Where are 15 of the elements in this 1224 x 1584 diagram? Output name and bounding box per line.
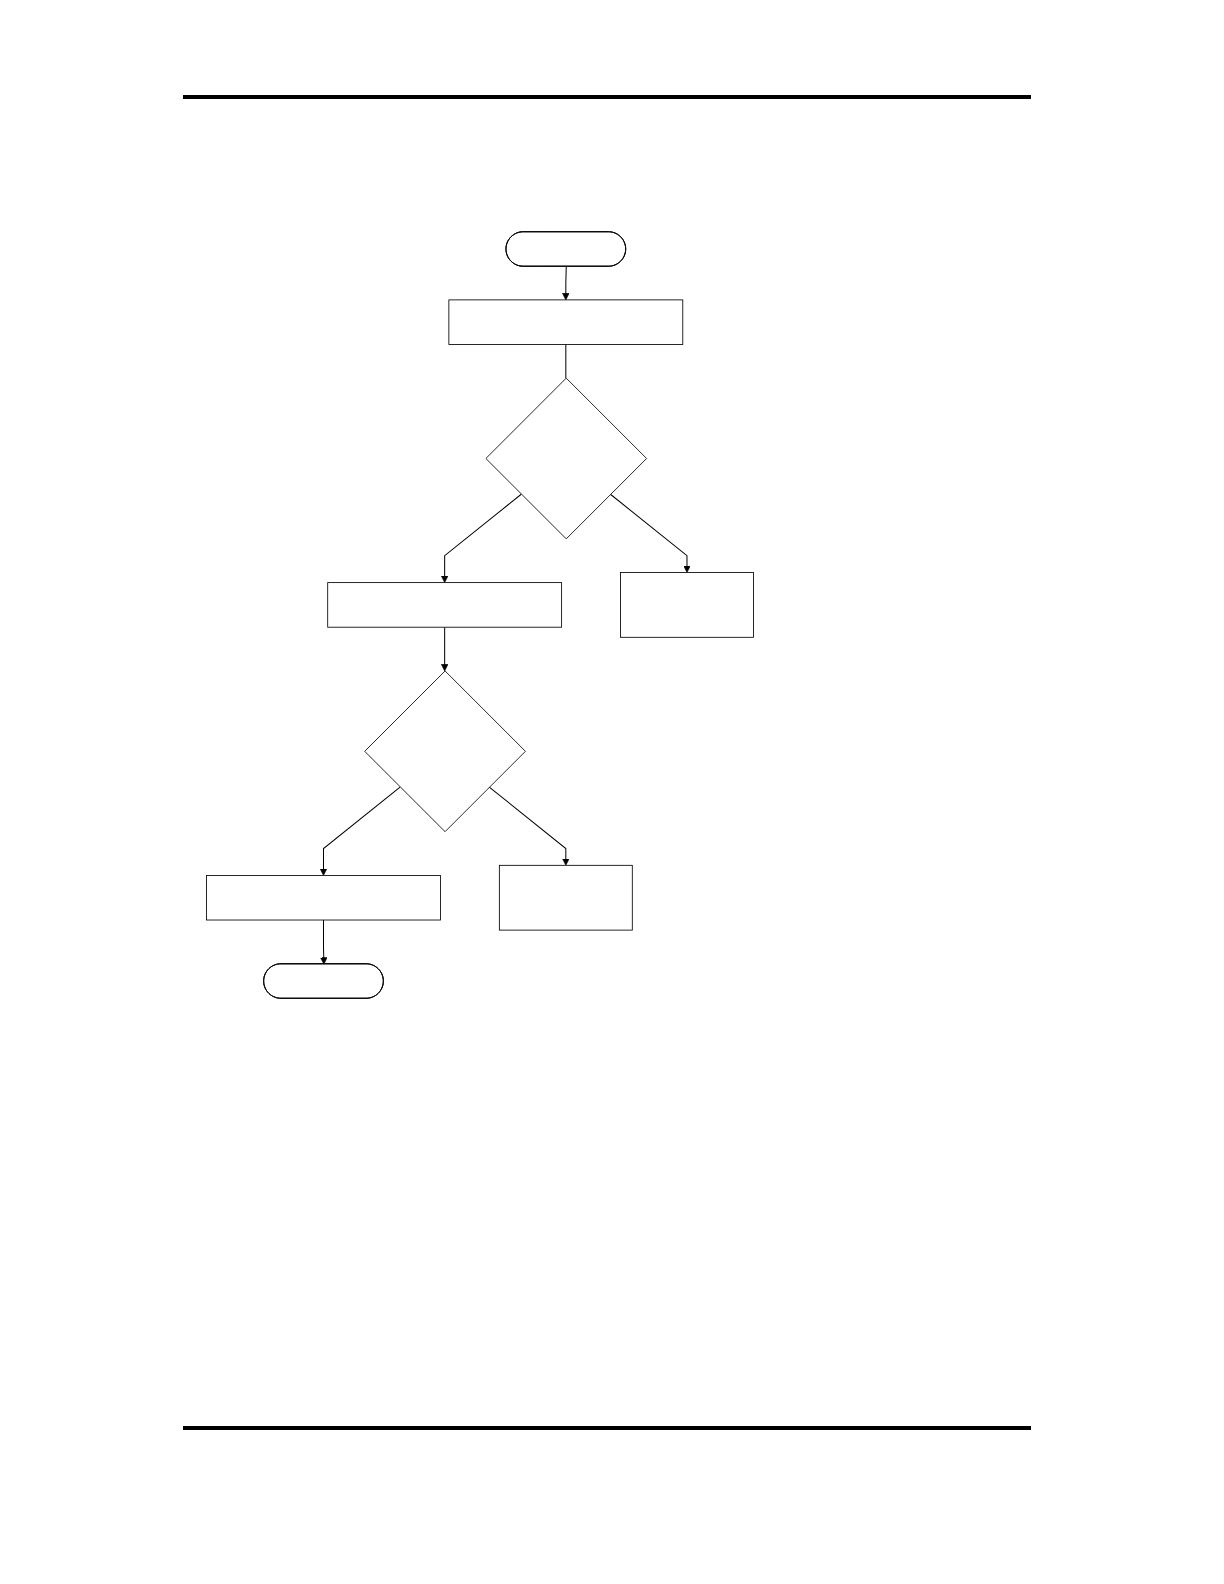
arrow [319, 786, 401, 876]
node-box [206, 875, 441, 921]
connector [565, 343, 567, 379]
arrow [440, 493, 522, 583]
arrow [320, 919, 328, 965]
node-diamond [364, 670, 526, 833]
arrow [488, 786, 570, 866]
node-box [448, 299, 684, 345]
arrow [440, 626, 449, 672]
node-diamond [485, 377, 647, 540]
node-box [498, 864, 633, 931]
node-box [620, 572, 754, 638]
node-box [327, 582, 563, 628]
arrow [609, 493, 691, 573]
arrow [562, 266, 570, 301]
